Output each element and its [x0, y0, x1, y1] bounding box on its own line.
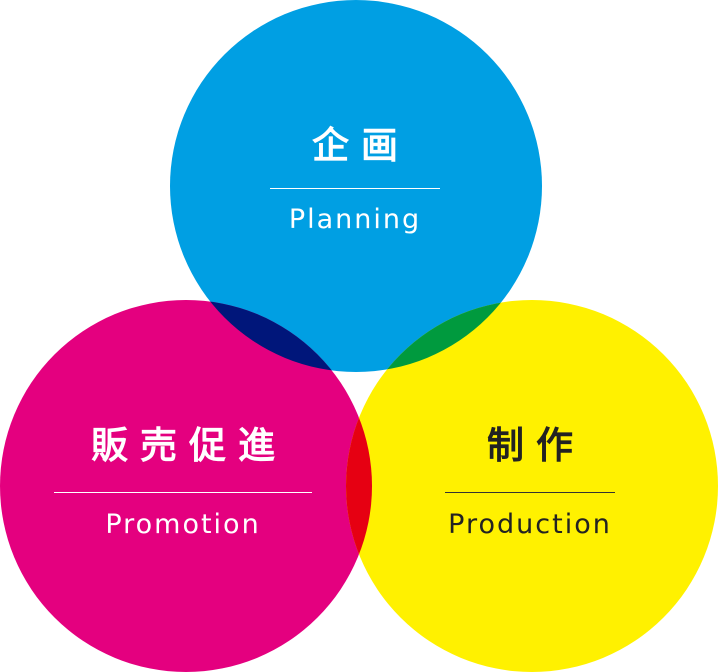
- planning-divider: [270, 188, 440, 189]
- production-title-en: Production: [448, 509, 612, 540]
- production-label: 制作 Production: [445, 424, 615, 541]
- promotion-label: 販売促進 Promotion: [54, 424, 312, 541]
- promotion-circle: [0, 300, 372, 672]
- production-divider: [445, 492, 615, 493]
- planning-label: 企画 Planning: [270, 124, 440, 236]
- promotion-title-jp: 販売促進: [91, 424, 287, 467]
- production-title-jp: 制作: [487, 424, 585, 467]
- planning-circle: [170, 0, 542, 372]
- promotion-divider: [54, 492, 312, 493]
- production-circle: [346, 300, 718, 672]
- planning-title-jp: 企画: [312, 124, 410, 167]
- planning-title-en: Planning: [288, 204, 422, 235]
- promotion-title-en: Promotion: [105, 509, 261, 540]
